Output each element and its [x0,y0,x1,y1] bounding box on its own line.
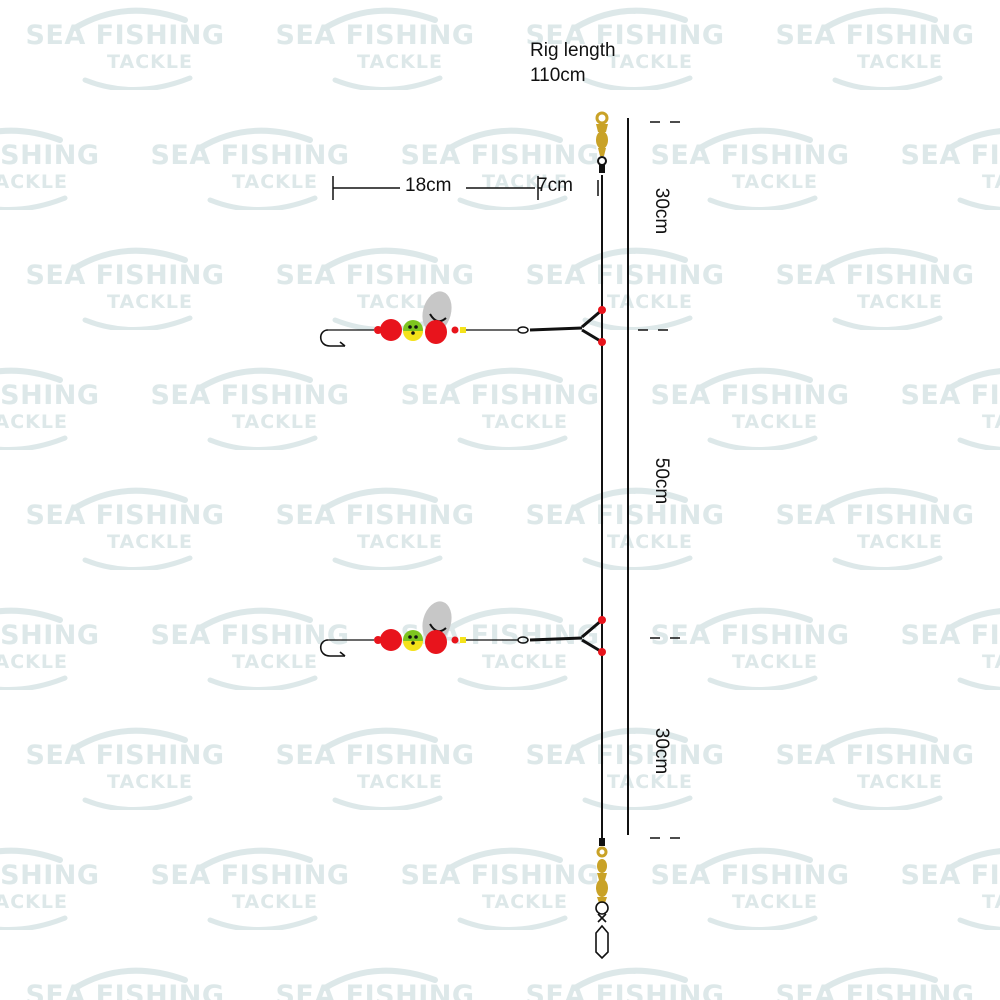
rig-length-title: Rig length 110cm [530,38,616,88]
snood-length-label: 18cm [405,175,452,196]
boom-length-label: 7cm [537,175,573,196]
lead-clip-icon [595,901,609,960]
snood-lower [319,601,466,657]
bottom-swivel-icon [596,838,608,903]
horizontal-dimension-lines [332,176,599,200]
dimension-ticks [638,121,680,839]
bottom-section-label: 30cm [651,727,673,775]
fishing-hook-icon [319,329,346,347]
boom-upper [460,306,606,346]
rig-length-value: 110cm [530,65,586,86]
snood-upper [319,291,466,347]
fishing-hook-icon [319,639,346,657]
middle-section-label: 50cm [651,457,673,505]
boom-lower [460,616,606,656]
rig-length-label: Rig length [530,40,616,61]
top-swivel-icon [595,111,609,173]
top-section-label: 30cm [651,187,673,235]
